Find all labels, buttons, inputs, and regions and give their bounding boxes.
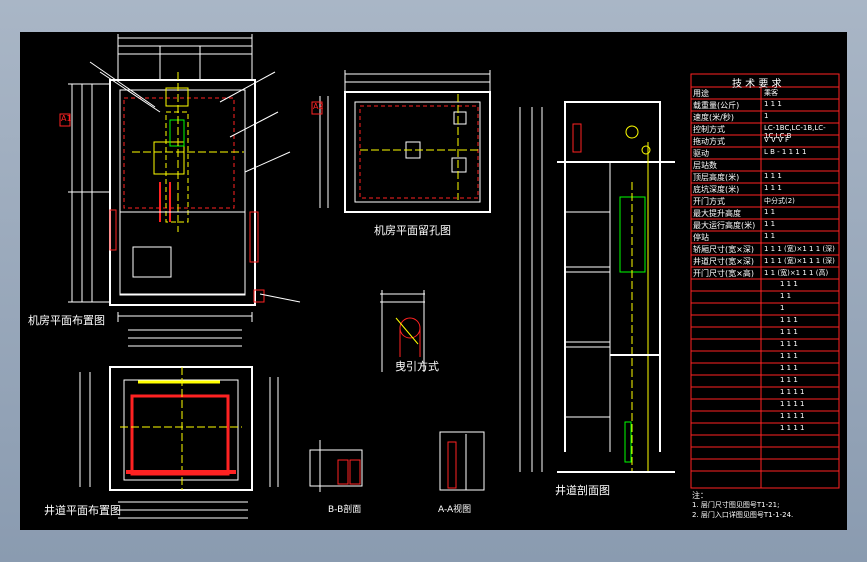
spec-lower-value: 1 1 1 [780, 376, 798, 384]
title-roping: 曳引方式 [395, 360, 439, 373]
spec-row-key: 开门尺寸(宽×高) [693, 269, 754, 278]
title-shaft-section: 井道剖面图 [555, 484, 610, 497]
marker-a1: A1 [61, 114, 72, 123]
spec-lower-value: 1 1 1 [780, 364, 798, 372]
spec-row-value: LC-1BC,LC-1B,LC-1C,LC-B [764, 124, 826, 140]
notes-title: 注： [692, 491, 708, 500]
spec-row-value: 中分式(2) [764, 197, 795, 205]
spec-row-key: 停站 [693, 233, 709, 242]
spec-row-value: 1 1 1 [764, 100, 782, 108]
shaft-section [519, 101, 675, 473]
spec-row-value: L B - 1 1 1 1 [764, 148, 807, 156]
title-machine-room-holes: 机房平面留孔图 [374, 224, 451, 237]
title-section-b-b: B-B剖面 [328, 505, 362, 515]
marker-a2-box [311, 101, 323, 115]
spec-lower-value: 1 1 1 [780, 352, 798, 360]
spec-row-key: 速度(米/秒) [693, 113, 734, 122]
spec-row-key: 井道尺寸(宽×深) [693, 257, 754, 266]
marker-a1-box [59, 113, 71, 127]
spec-lower-value: 1 1 1 [780, 280, 798, 288]
spec-row-value: 1 1 1 [764, 172, 782, 180]
spec-row-key: 顶层高度(米) [693, 173, 740, 182]
spec-table-frame [690, 73, 840, 489]
spec-row-value: 1 1 1 [764, 184, 782, 192]
spec-row-value: 乘客 [764, 89, 778, 97]
spec-row-value: 1 1 (宽)×1 1 1 (高) [764, 269, 829, 277]
cad-viewport[interactable]: 机房平面布置图 机房平面留孔图 曳引方式 井道平面布置图 井道剖面图 B-B剖面… [20, 32, 847, 530]
spec-lower-value: 1 1 1 [780, 340, 798, 348]
spec-row-key: 底坑深度(米) [693, 185, 740, 194]
spec-row-value: 1 1 1 (宽)×1 1 1 (深) [764, 257, 835, 265]
spec-lower-value: 1 1 1 [780, 316, 798, 324]
spec-row-value: V V V F [764, 136, 790, 144]
spec-row-key: 控制方式 [693, 125, 725, 134]
shaft-plan [79, 329, 279, 519]
roping-diagram [380, 290, 425, 372]
spec-lower-value: 1 1 1 1 [780, 424, 805, 432]
title-view-a-a: A-A视图 [438, 505, 472, 515]
spec-lower-value: 1 1 [780, 292, 792, 300]
spec-lower-value: 1 1 1 1 [780, 412, 805, 420]
spec-lower-value: 1 1 1 1 [780, 400, 805, 408]
title-shaft-plan: 井道平面布置图 [44, 504, 121, 517]
spec-table-title: 技 术 要 求 [732, 79, 782, 90]
spec-row-value: 1 [764, 112, 769, 120]
note-2: 2. 层门入口详图见图号T1-1-24. [692, 511, 794, 519]
spec-row-key: 载重量(公斤) [693, 101, 740, 110]
spec-row-key: 开门方式 [693, 197, 725, 206]
spec-row-value: 1 1 1 (宽)×1 1 1 (深) [764, 245, 835, 253]
spec-row-key: 拖动方式 [693, 137, 725, 146]
spec-lower-value: 1 1 1 1 [780, 388, 805, 396]
spec-lower-value: 1 [780, 304, 785, 312]
spec-lower-value: 1 1 1 [780, 328, 798, 336]
spec-row-value: 1 1 [764, 220, 776, 228]
spec-row-value: 1 1 [764, 232, 776, 240]
view-a-a [439, 431, 485, 491]
title-machine-room-plan: 机房平面布置图 [28, 314, 105, 327]
spec-row-key: 最大提升高度 [693, 209, 741, 218]
spec-row-key: 用途 [693, 89, 709, 98]
spec-row-key: 层站数 [693, 161, 717, 170]
cad-drawing [59, 34, 840, 519]
marker-a2: A2 [313, 102, 324, 111]
spec-row-value: 1 1 [764, 208, 776, 216]
spec-row-key: 最大运行高度(米) [693, 221, 756, 230]
machine-room-holes-plan [319, 70, 491, 213]
section-b-b [309, 440, 363, 492]
spec-row-key: 轿厢尺寸(宽×深) [693, 245, 754, 254]
machine-room-plan [68, 34, 301, 322]
spec-row-key: 驱动 [693, 149, 709, 158]
note-1: 1. 层门尺寸图见图号T1-21; [692, 501, 780, 509]
